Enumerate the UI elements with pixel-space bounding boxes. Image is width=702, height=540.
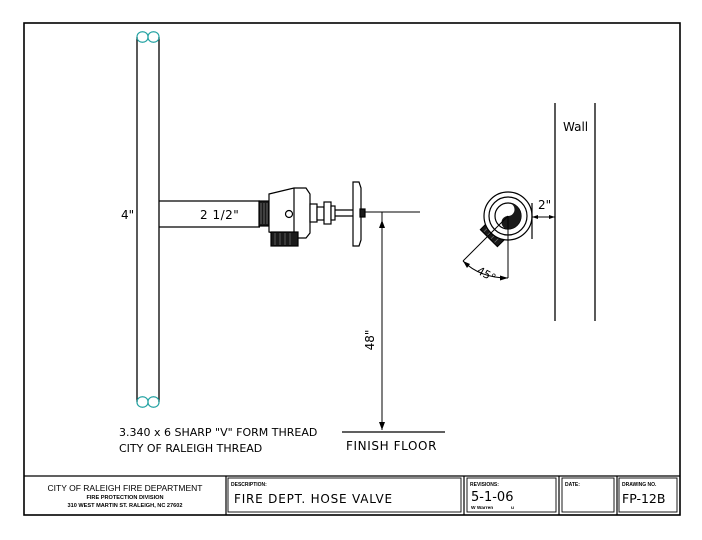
wall-offset-dimension <box>532 215 555 219</box>
wall <box>554 103 596 321</box>
revised-by: W Warren <box>471 505 493 511</box>
thread-spec-line-1: 3.340 x 6 SHARP "V" FORM THREAD <box>119 426 317 439</box>
drawing-number: FP-12B <box>622 491 665 506</box>
revised-initials: u <box>511 506 514 511</box>
drawing-number-label: DRAWING NO. <box>622 482 657 488</box>
riser-break-bottom-icon <box>136 396 160 408</box>
valve-port-icon <box>284 209 294 219</box>
thread-spec-line-2: CITY OF RALEIGH THREAD <box>119 442 262 455</box>
title-block <box>24 475 680 515</box>
org-division: FIRE PROTECTION DIVISION <box>86 495 163 501</box>
org-name: CITY OF RALEIGH FIRE DEPARTMENT <box>48 483 203 493</box>
wall-offset-label: 2" <box>538 198 551 212</box>
revision-date: 5-1-06 <box>471 490 513 505</box>
revisions-label: REVISIONS: <box>470 482 499 488</box>
branch-size-label: 2 1/2" <box>200 208 239 222</box>
riser-break-top-icon <box>136 31 160 43</box>
wall-label: Wall <box>563 120 588 134</box>
branch-pipe <box>159 200 260 228</box>
height-label: 48" <box>363 330 377 351</box>
hose-valve-side-view <box>258 181 366 247</box>
angle-dimension <box>462 215 509 281</box>
riser-pipe <box>136 37 160 402</box>
riser-size-label: 4" <box>121 208 134 222</box>
description-value: FIRE DEPT. HOSE VALVE <box>234 492 393 506</box>
date-label: DATE: <box>565 482 580 488</box>
description-label: DESCRIPTION: <box>231 482 267 488</box>
angle-label: 45° <box>475 264 498 285</box>
sheet-border <box>23 22 681 516</box>
org-address: 310 WEST MARTIN ST. RALEIGH, NC 27602 <box>67 503 182 509</box>
height-dimension <box>379 212 385 430</box>
hose-valve-top-view <box>479 191 533 248</box>
finish-floor-label: FINISH FLOOR <box>346 439 437 453</box>
